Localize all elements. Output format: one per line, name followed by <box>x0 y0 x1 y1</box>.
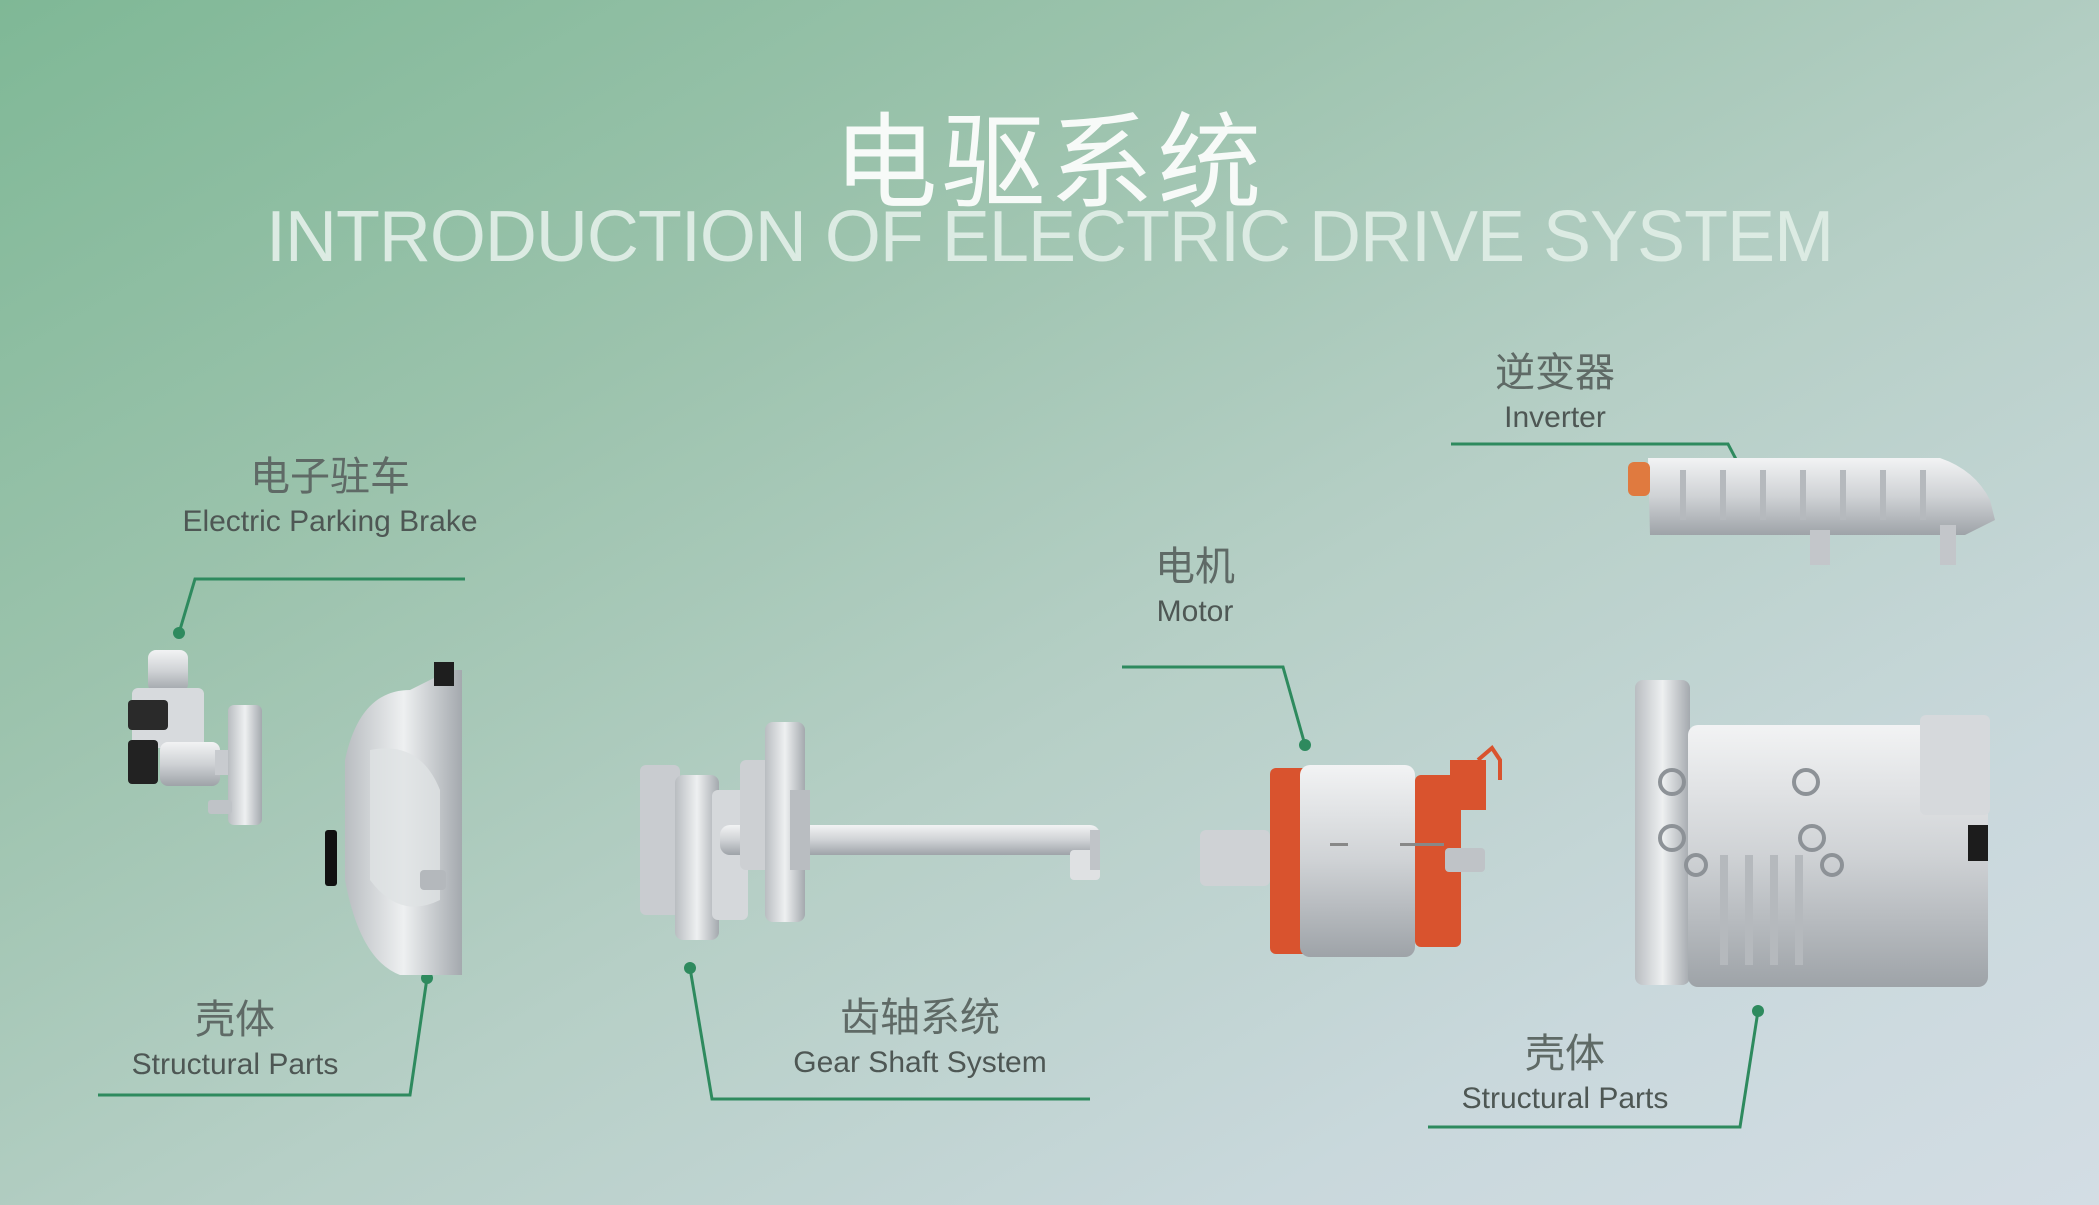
label-motor-cn: 电机 <box>1155 544 1235 590</box>
label-structural-left-cn: 壳体 <box>195 997 275 1043</box>
gear-shaft-illustration <box>640 722 1100 940</box>
housing-left-illustration <box>325 662 462 975</box>
leader-line-gear-shaft <box>688 967 1090 1101</box>
label-inverter: 逆变器 Inverter <box>1455 348 1655 438</box>
label-inverter-cn: 逆变器 <box>1495 350 1615 396</box>
leader-line-parking-brake <box>177 577 465 634</box>
page-title-cn: 电驱系统 <box>833 102 1266 224</box>
label-motor: 电机 Motor <box>1115 542 1275 632</box>
label-structural-right: 壳体 Structural Parts <box>1435 1029 1695 1119</box>
label-parking-brake-en: Electric Parking Brake <box>182 505 478 538</box>
label-inverter-en: Inverter <box>1504 401 1606 434</box>
motor-illustration <box>1200 745 1502 957</box>
leader-line-structural-right <box>1428 1010 1760 1129</box>
label-parking-brake: 电子驻车 Electric Parking Brake <box>170 452 490 542</box>
housing-right-illustration <box>1635 680 1990 987</box>
leader-line-structural-left <box>98 977 429 1097</box>
leader-dot-motor <box>1299 739 1311 751</box>
leader-dot-gear-shaft <box>684 962 696 974</box>
inverter-illustration <box>1628 458 1995 565</box>
label-structural-right-cn: 壳体 <box>1525 1031 1605 1077</box>
label-gear-shaft-en: Gear Shaft System <box>793 1046 1047 1079</box>
label-gear-shaft-cn: 齿轴系统 <box>840 995 1000 1041</box>
label-motor-en: Motor <box>1156 595 1234 628</box>
page-title-en: INTRODUCTION OF ELECTRIC DRIVE SYSTEM <box>265 197 1834 277</box>
label-structural-left: 壳体 Structural Parts <box>105 995 365 1085</box>
leader-dot-structural-right <box>1752 1005 1764 1017</box>
leader-dot-parking-brake <box>173 627 185 639</box>
label-parking-brake-cn: 电子驻车 <box>250 454 410 500</box>
label-structural-left-en: Structural Parts <box>131 1048 339 1081</box>
label-structural-right-en: Structural Parts <box>1461 1082 1669 1115</box>
leader-line-motor <box>1122 665 1307 746</box>
label-gear-shaft: 齿轴系统 Gear Shaft System <box>770 993 1070 1083</box>
parking-brake-illustration <box>128 650 262 825</box>
